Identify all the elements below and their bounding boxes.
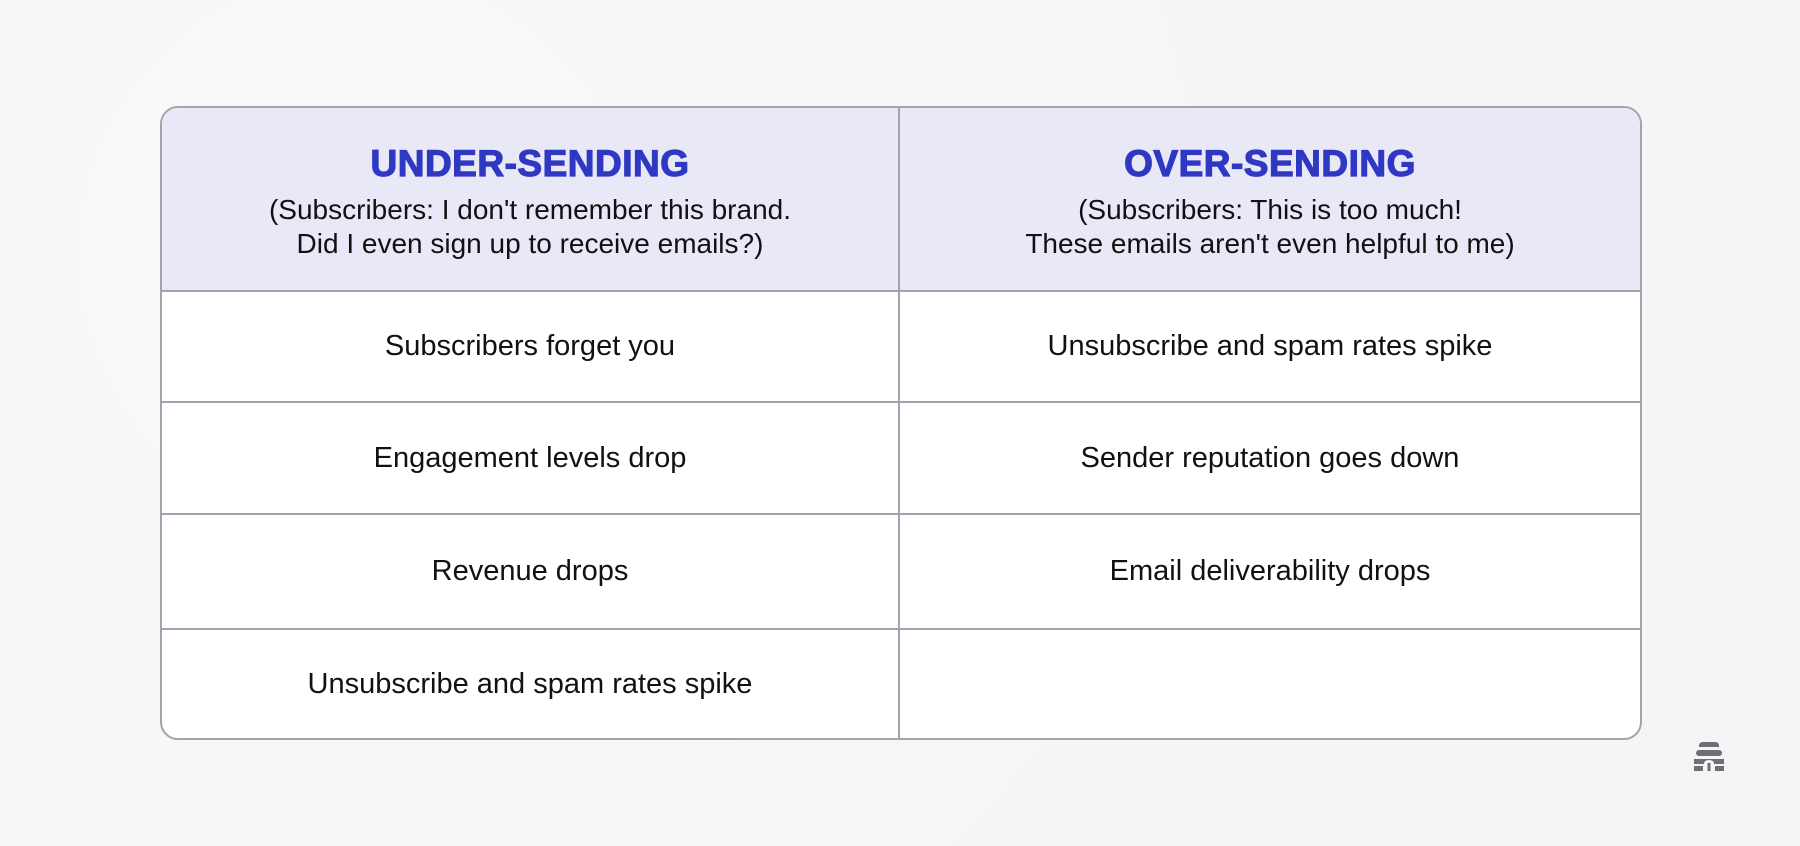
table-cell: Email deliverability drops — [900, 515, 1640, 630]
table-cell: Sender reputation goes down — [900, 403, 1640, 515]
column-subtitle: (Subscribers: This is too much! These em… — [1025, 194, 1515, 259]
table-cell: Engagement levels drop — [162, 403, 900, 515]
beehive-icon — [1692, 740, 1726, 772]
header-under-sending: UNDER-SENDING (Subscribers: I don't reme… — [162, 108, 900, 292]
table-cell: Unsubscribe and spam rates spike — [162, 630, 900, 738]
table-cell-empty — [900, 630, 1640, 738]
table-cell: Revenue drops — [162, 515, 900, 630]
comparison-table: UNDER-SENDING (Subscribers: I don't reme… — [160, 106, 1642, 740]
column-subtitle: (Subscribers: I don't remember this bran… — [268, 194, 791, 259]
table-cell: Unsubscribe and spam rates spike — [900, 292, 1640, 403]
table-cell: Subscribers forget you — [162, 292, 900, 403]
header-over-sending: OVER-SENDING (Subscribers: This is too m… — [900, 108, 1640, 292]
column-title: UNDER-SENDING — [370, 142, 690, 184]
column-title: OVER-SENDING — [1124, 142, 1416, 184]
